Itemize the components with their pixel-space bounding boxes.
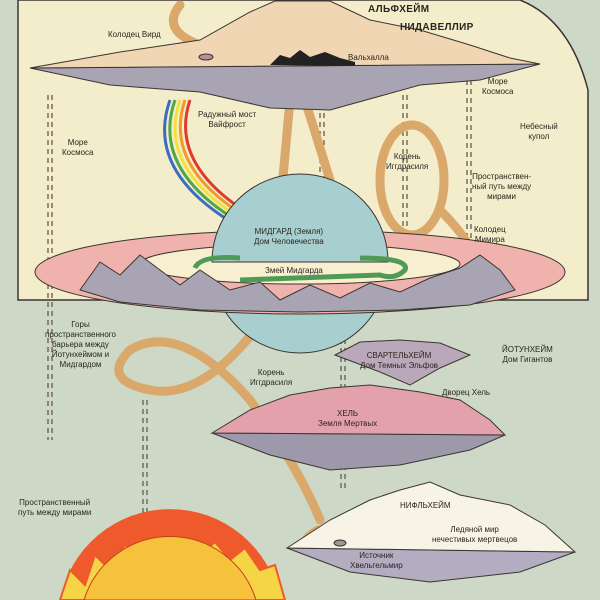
- label-root-lower: Корень Иггдрасиля: [250, 368, 293, 387]
- sun-core: [83, 536, 257, 600]
- label-nidavellir: НИДАВЕЛЛИР: [400, 22, 474, 33]
- label-hvergelmir: Источник Хвельгельмир: [350, 551, 403, 570]
- label-barrier-mountains: Горы пространственного барьера между Йот…: [45, 320, 116, 369]
- label-hel: ХЕЛЬ Земля Мертвых: [318, 409, 378, 428]
- hel-mountain: [210, 384, 507, 436]
- niflheim-underside: [286, 547, 576, 583]
- muspelheim-sun: [58, 509, 287, 600]
- label-midgard-serpent: Змей Мидгарда: [265, 266, 323, 275]
- valhalla-forest: [270, 50, 355, 66]
- label-alfheim: АЛЬФХЕЙМ: [368, 4, 430, 15]
- label-svartalfheim: СВАРТЕЛЬХЕЙМ Дом Темных Эльфов: [360, 351, 439, 370]
- well-urd-icon: [198, 53, 214, 61]
- hel-underside: [211, 432, 506, 471]
- alfheim-mountain: [29, 0, 541, 69]
- midgard-serpent: [192, 255, 408, 283]
- label-well-urd: Колодец Вирд: [108, 30, 161, 39]
- label-sea-cosmos-right: Море Космоса: [482, 77, 514, 96]
- midgard-globe-top: [211, 173, 389, 263]
- barrier-mountains: [79, 254, 516, 313]
- svartalfheim-island: [333, 339, 472, 386]
- alfheim-underside: [29, 63, 541, 111]
- bifrost-rainbow: [163, 99, 241, 222]
- label-path-left: Пространственный путь между мирами: [18, 498, 92, 517]
- label-sky-dome: Небесный купол: [520, 122, 558, 141]
- label-valhalla: Вальхалла: [348, 53, 389, 62]
- label-niflheim: НИФЛЬХЕЙМ: [400, 501, 451, 510]
- label-jotunheim: ЙОТУНХЕЙМ Дом Гигантов: [502, 345, 553, 364]
- label-well-mimir: Колодец Мимира: [474, 225, 506, 244]
- niflheim-mountain: [285, 481, 577, 553]
- label-ice-world: Ледяной мир нечестивых мертвецов: [432, 525, 518, 544]
- label-root-upper: Корень Иггдрасиля: [386, 152, 429, 171]
- label-path-right: Пространствен- ный путь между мирами: [472, 172, 532, 201]
- hvergelmir-well-icon: [333, 539, 347, 547]
- label-sea-cosmos-left: Море Космоса: [62, 138, 94, 157]
- label-bifrost: Радужный мост Вайфрост: [198, 110, 257, 129]
- label-midgard: МИДГАРД (Земля) Дом Человечества: [254, 227, 324, 246]
- label-hel-palace: Дворец Хель: [442, 388, 491, 397]
